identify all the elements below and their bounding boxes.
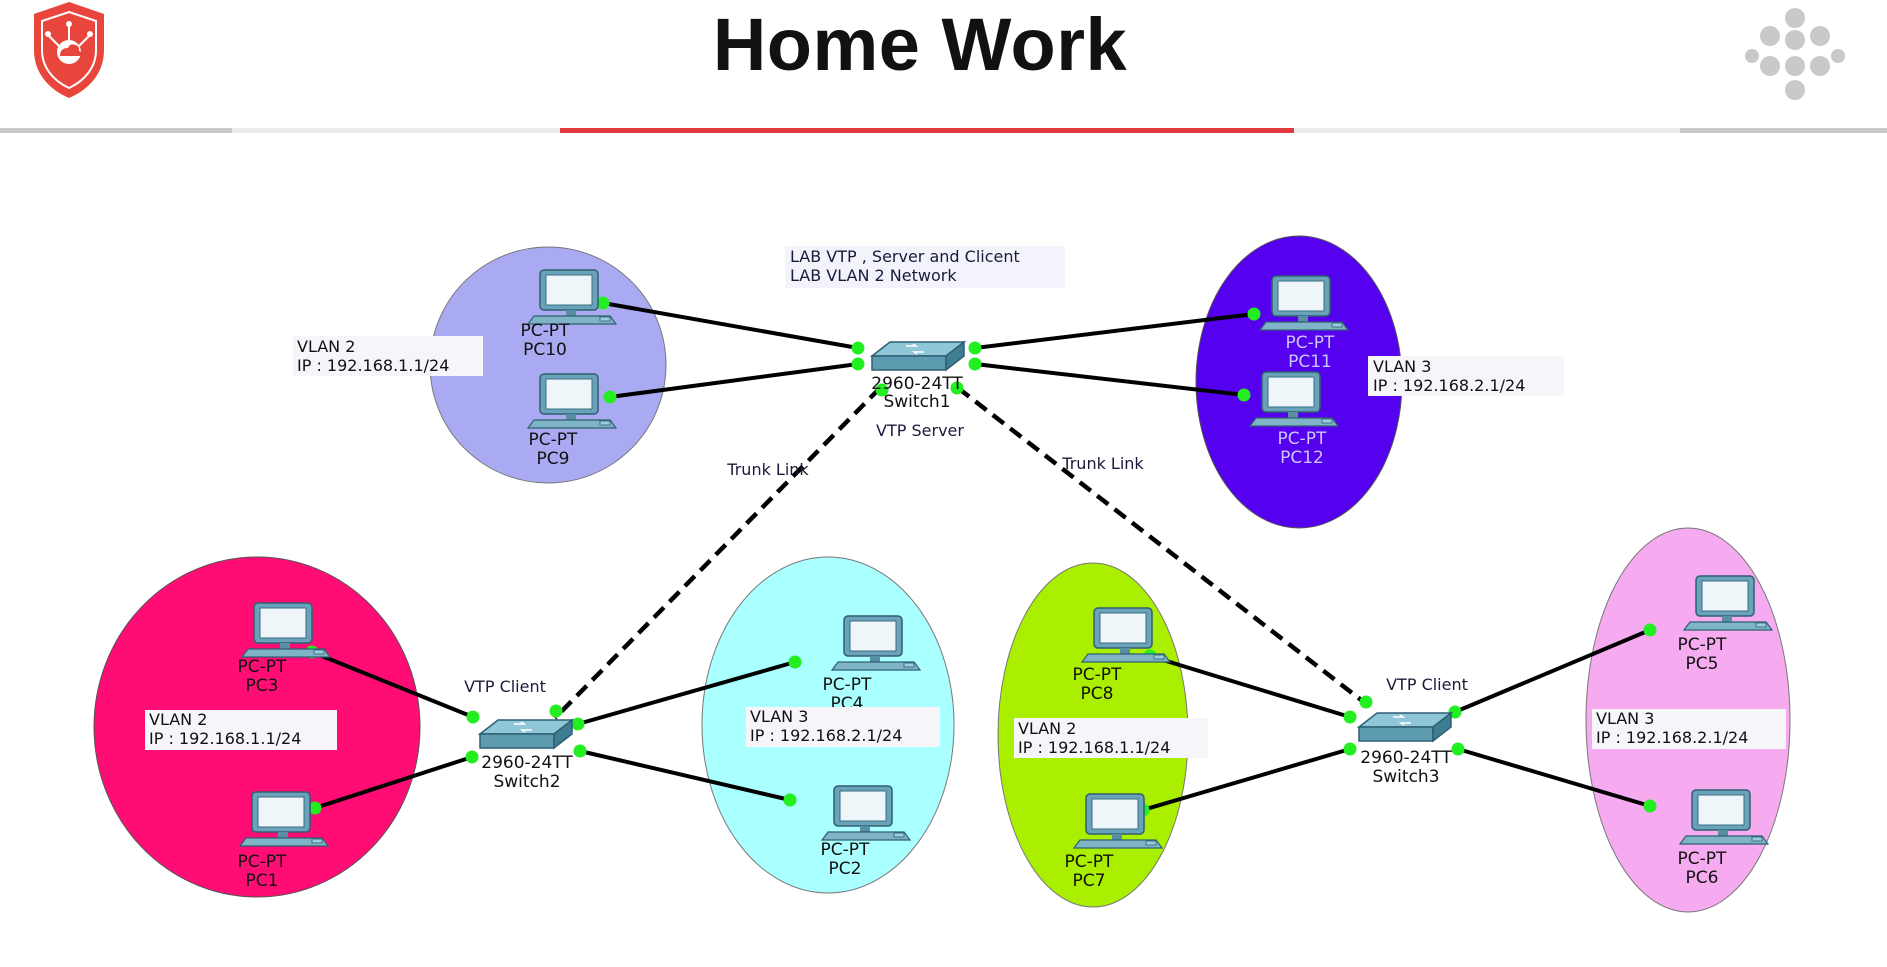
pc7-name: PC7 <box>1073 871 1106 891</box>
pc12-name: PC12 <box>1280 448 1324 468</box>
switch2-name: Switch2 <box>493 772 560 792</box>
header-rule-right <box>1680 128 1887 133</box>
pc1-type: PC-PT <box>238 852 288 872</box>
switch3-name: Switch3 <box>1372 767 1439 787</box>
link-pc5-sw3 <box>1454 628 1651 714</box>
link-pc10-sw1 <box>602 301 859 350</box>
switch3-model: 2960-24TT <box>1360 748 1452 768</box>
pc2-name: PC2 <box>829 859 862 879</box>
switch2-model: 2960-24TT <box>481 753 573 773</box>
vlan-bottom-right-name: VLAN 3 <box>1596 709 1654 728</box>
vlan-bottom-left-name: VLAN 2 <box>149 710 207 729</box>
vlan-top-right-name: VLAN 3 <box>1373 357 1431 376</box>
switch1-role: VTP Server <box>876 421 964 440</box>
link-pc3-sw2 <box>311 650 474 719</box>
dots-cluster-icon <box>1745 8 1845 100</box>
vlan-bottom-center-left-name: VLAN 3 <box>750 707 808 726</box>
pc10-name: PC10 <box>523 340 567 360</box>
switch1-model: 2960-24TT <box>871 374 963 394</box>
link-pc4-sw2 <box>577 660 796 726</box>
vlan-top-right-ip: IP : 192.168.2.1/24 <box>1373 376 1525 395</box>
switch2-role: VTP Client <box>464 677 546 696</box>
switch1-name: Switch1 <box>883 392 950 412</box>
link-pc1-sw2 <box>314 755 473 810</box>
switch3-icon <box>1358 712 1452 742</box>
pc5-name: PC5 <box>1686 654 1719 674</box>
trunk-link-sw1-sw2 <box>553 386 882 720</box>
switch3-role: VTP Client <box>1386 675 1468 694</box>
pc4-type: PC-PT <box>823 675 873 695</box>
pc11-type: PC-PT <box>1286 333 1336 353</box>
vlan-bottom-left-ip: IP : 192.168.1.1/24 <box>149 729 301 748</box>
switch2-icon <box>479 719 573 749</box>
pc10-type: PC-PT <box>521 321 571 341</box>
link-pc11-sw1 <box>974 312 1255 350</box>
header-rule-mid-right <box>1294 128 1680 133</box>
pc2-type: PC-PT <box>821 840 871 860</box>
link-pc12-sw1 <box>974 362 1245 397</box>
vlan-bottom-center-right-ip: IP : 192.168.1.1/24 <box>1018 738 1170 757</box>
link-pc8-sw3 <box>1149 654 1351 719</box>
slide-header: Home Work <box>0 0 1887 140</box>
page-title: Home Work <box>712 3 1128 86</box>
pc1-name: PC1 <box>246 871 279 891</box>
vlan-top-left-ip: IP : 192.168.1.1/24 <box>297 356 449 375</box>
pc8-name: PC8 <box>1081 684 1114 704</box>
vlan-bottom-right-ip: IP : 192.168.2.1/24 <box>1596 728 1748 747</box>
switch1-icon <box>871 341 965 371</box>
pc3-type: PC-PT <box>238 657 288 677</box>
trunk-label-right: Trunk Link <box>1061 454 1144 473</box>
link-pc2-sw2 <box>579 749 791 802</box>
vlan-top-left-name: VLAN 2 <box>297 337 355 356</box>
pc9-type: PC-PT <box>529 430 579 450</box>
pc7-type: PC-PT <box>1065 852 1115 872</box>
link-pc6-sw3 <box>1457 747 1651 808</box>
pc8-type: PC-PT <box>1073 665 1123 685</box>
pc12-type: PC-PT <box>1278 429 1328 449</box>
header-rule-left <box>0 128 232 133</box>
trunk-label-left: Trunk Link <box>726 460 809 479</box>
pc6-type: PC-PT <box>1678 849 1728 869</box>
header-rule-mid-left <box>232 128 560 133</box>
link-pc7-sw3 <box>1142 747 1351 812</box>
shield-network-logo-icon <box>34 2 104 98</box>
pc3-name: PC3 <box>246 676 279 696</box>
lab-title-line1: LAB VTP , Server and Clicent <box>790 247 1020 266</box>
link-pc9-sw1 <box>609 362 859 399</box>
pc6-name: PC6 <box>1686 868 1719 888</box>
pc9-name: PC9 <box>537 449 570 469</box>
trunk-link-sw1-sw3 <box>956 386 1367 705</box>
vlan-bottom-center-right-name: VLAN 2 <box>1018 719 1076 738</box>
vlan-bottom-center-left-ip: IP : 192.168.2.1/24 <box>750 726 902 745</box>
lab-title-line2: LAB VLAN 2 Network <box>790 266 957 285</box>
pc5-type: PC-PT <box>1678 635 1728 655</box>
header-rule-accent <box>560 128 1294 133</box>
pc11-name: PC11 <box>1288 352 1332 372</box>
